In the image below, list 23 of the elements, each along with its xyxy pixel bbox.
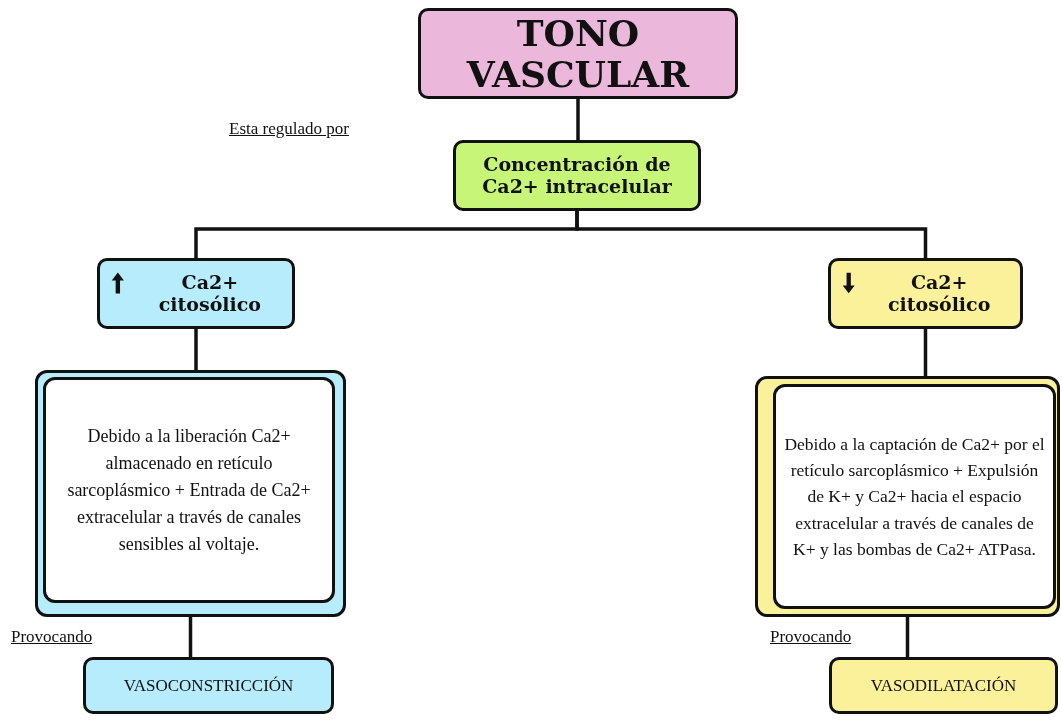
body-text: VASOCONSTRICCIÓN — [123, 674, 294, 697]
annotation-text: Provocando — [770, 627, 852, 647]
result-box — [829, 657, 1058, 714]
connector-line — [905, 617, 910, 657]
connector-line — [188, 617, 193, 657]
heading-text: Ca2+ citosólico — [887, 272, 992, 315]
concept-box — [453, 140, 701, 211]
body-text: VASODILATACIÓN — [870, 674, 1017, 697]
body-text: Debido a la captación de Ca2+ por el retículo sarcoplásmico + Expulsión de K+ y Ca2+ hacia el espacio extracelular a través de canales de K+ y las bombas de Ca2+ ATPasa. — [784, 432, 1045, 561]
connector-line — [194, 329, 198, 370]
heading-text: Concentración de Ca2+ intracelular — [481, 154, 673, 197]
annotation-text: Provocando — [11, 627, 93, 647]
result-box — [83, 657, 334, 714]
body-text: Debido a la liberación Ca2+ almacenado en retículo sarcoplásmico + Entrada de Ca2+ extracelular a través de canales sensibles al voltaje. — [66, 424, 312, 556]
connector-line — [576, 99, 580, 140]
annotation-text: Esta regulado por — [229, 119, 349, 139]
decrease-box — [828, 258, 1023, 329]
increase-box — [97, 258, 295, 329]
heading-text: Ca2+ citosólico — [157, 272, 262, 315]
heading-text: TONO VASCULAR — [465, 13, 691, 94]
connector-line — [923, 329, 928, 376]
connector-line — [575, 211, 928, 258]
title-box — [418, 8, 738, 99]
